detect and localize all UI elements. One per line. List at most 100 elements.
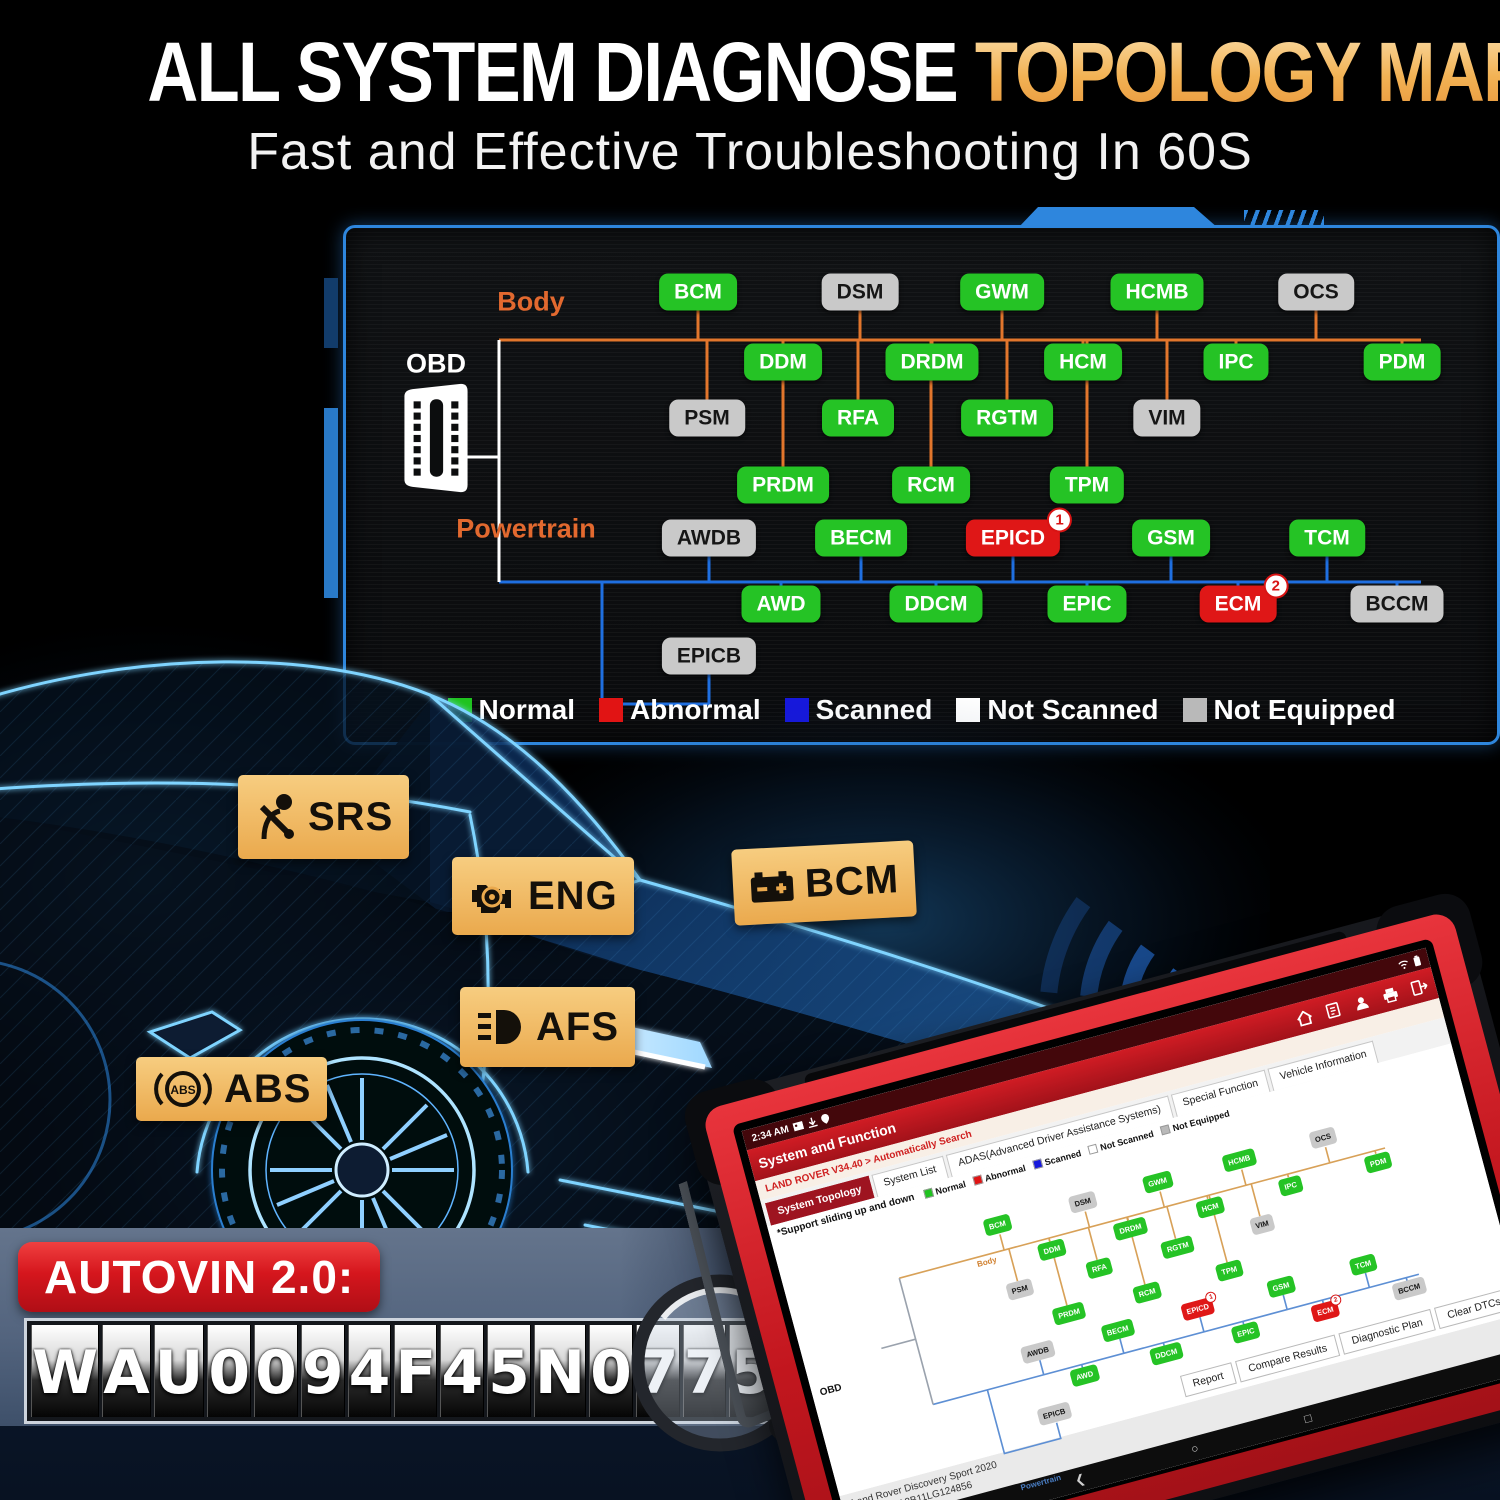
powertrain-bus-label: Powertrain — [456, 513, 596, 544]
location-icon — [821, 1114, 830, 1124]
topology-node-dsm: DSM — [821, 273, 899, 311]
vin-digit-cell: 4 — [440, 1325, 485, 1417]
vin-digit-cell: 0 — [254, 1325, 298, 1417]
vin-digit-cell: A — [102, 1325, 151, 1417]
topology-node-becm: BECM — [815, 519, 907, 557]
back-button[interactable]: ❮ — [1073, 1471, 1087, 1488]
tablet-red-frame: 2:34 AM System and Function — [701, 910, 1500, 1500]
topology-node-tcm: TCM — [1289, 519, 1365, 557]
tablet-screen: 2:34 AM System and Function — [741, 947, 1500, 1500]
legend-label: Not Equipped — [1213, 694, 1396, 725]
topology-node-ddcm: DDCM — [889, 585, 983, 623]
topology-node-vim: VIM — [1133, 399, 1201, 437]
vin-digit: U — [154, 1338, 204, 1408]
vin-digit: 4 — [441, 1338, 484, 1408]
airbag-seatbelt-icon — [259, 794, 294, 840]
recents-button[interactable]: □ — [1302, 1410, 1314, 1426]
title-part-white: ALL SYSTEM DIAGNOSE — [147, 25, 975, 119]
topology-node-ipc: IPC — [1203, 343, 1269, 381]
vin-digit-cell: F — [394, 1325, 438, 1417]
topology-node-prdm: PRDM — [737, 466, 829, 504]
topology-node-rcm: RCM — [892, 466, 970, 504]
topology-node-hcm: HCM — [1044, 343, 1122, 381]
legend-swatch — [1182, 698, 1207, 722]
vin-digit: 5 — [488, 1338, 530, 1408]
topology-node-ddm: DDM — [744, 343, 822, 381]
home-icon[interactable] — [1295, 1008, 1314, 1027]
vin-digit-cell: 0 — [207, 1325, 252, 1417]
panel-accent — [324, 278, 338, 348]
topology-node-drdm: DRDM — [885, 343, 979, 381]
legend-swatch — [922, 1187, 934, 1199]
image-icon — [792, 1121, 805, 1132]
vin-digit-cell: 0 — [589, 1325, 633, 1417]
vin-digit: 7 — [684, 1338, 726, 1408]
car-system-badge-bcm: BCM — [731, 840, 917, 926]
home-button[interactable]: ○ — [1189, 1440, 1200, 1457]
topology-node-tpm: TPM — [1049, 466, 1125, 504]
headlight-icon — [478, 1010, 521, 1044]
badge-label: ABS — [224, 1066, 312, 1111]
vin-digit: F — [395, 1338, 437, 1408]
legend-swatch — [1159, 1124, 1171, 1136]
topology-node-ocs: OCS — [1278, 273, 1354, 311]
app-header: System and Function — [746, 967, 1439, 1182]
status-bar: 2:34 AM — [741, 947, 1431, 1151]
topology-node-epicb: EPICB — [661, 637, 757, 675]
battery-icon — [1413, 954, 1421, 966]
topology-node-gwm: GWM — [960, 273, 1044, 311]
topology-node-awdb: AWDB — [661, 519, 757, 557]
panel-stripes-decoration — [1244, 210, 1324, 226]
badge-label: SRS — [308, 794, 394, 839]
legend-swatch — [972, 1174, 984, 1186]
fault-count-badge: 1 — [1047, 507, 1073, 533]
topology-node-rfa: RFA — [822, 399, 894, 437]
topology-node-awd: AWD — [741, 585, 821, 623]
legend-item: Not Equipped — [1182, 694, 1396, 726]
badge-label: ENG — [528, 873, 618, 918]
vin-digit: 0 — [590, 1338, 632, 1408]
vin-digit-cell: 5 — [487, 1325, 531, 1417]
vin-digit: A — [103, 1338, 150, 1408]
vin-digit: 9 — [301, 1338, 344, 1408]
vin-digit-cell: 4 — [347, 1325, 392, 1417]
report-icon[interactable] — [1324, 1001, 1342, 1019]
remote-assist-icon[interactable] — [1352, 993, 1371, 1012]
vin-digit-cell: U — [153, 1325, 205, 1417]
page-title: ALL SYSTEM DIAGNOSE TOPOLOGY MAPPING — [147, 28, 1500, 116]
legend-swatch — [1031, 1158, 1043, 1170]
panel-tab-decoration — [1018, 207, 1218, 228]
topology-node-rgtm: RGTM — [961, 399, 1053, 437]
car-system-badge-eng: ENG — [452, 857, 634, 935]
vin-digit-cell: N — [533, 1325, 587, 1417]
title-part-orange: TOPOLOGY MAPPING — [975, 25, 1500, 119]
legend-item: Normal — [447, 694, 575, 726]
vin-digit: 0 — [255, 1338, 297, 1408]
topology-node-psm: PSM — [669, 399, 745, 437]
badge-label: BCM — [803, 856, 901, 906]
page-subtitle: Fast and Effective Troubleshooting In 60… — [247, 123, 1253, 182]
engine-icon — [472, 885, 511, 913]
car-system-badge-srs: SRS — [238, 775, 410, 859]
topology-node-bcm: BCM — [659, 273, 737, 311]
panel-accent — [324, 408, 338, 598]
topology-node-bccm: BCCM — [1350, 585, 1444, 623]
printer-icon[interactable] — [1381, 985, 1400, 1004]
vin-digit-cell: 7 — [682, 1325, 727, 1417]
badge-label: AFS — [536, 1004, 619, 1049]
vin-digit: 4 — [348, 1338, 391, 1408]
vin-digit: 0 — [208, 1338, 251, 1408]
exit-icon[interactable] — [1410, 977, 1429, 996]
diagnostic-tablet: 2:34 AM System and Function — [678, 887, 1500, 1500]
download-icon — [808, 1117, 818, 1129]
body-bus-label: Body — [497, 286, 565, 317]
mini-obd-label: OBD — [818, 1382, 844, 1399]
topology-node-gsm: GSM — [1132, 519, 1210, 557]
